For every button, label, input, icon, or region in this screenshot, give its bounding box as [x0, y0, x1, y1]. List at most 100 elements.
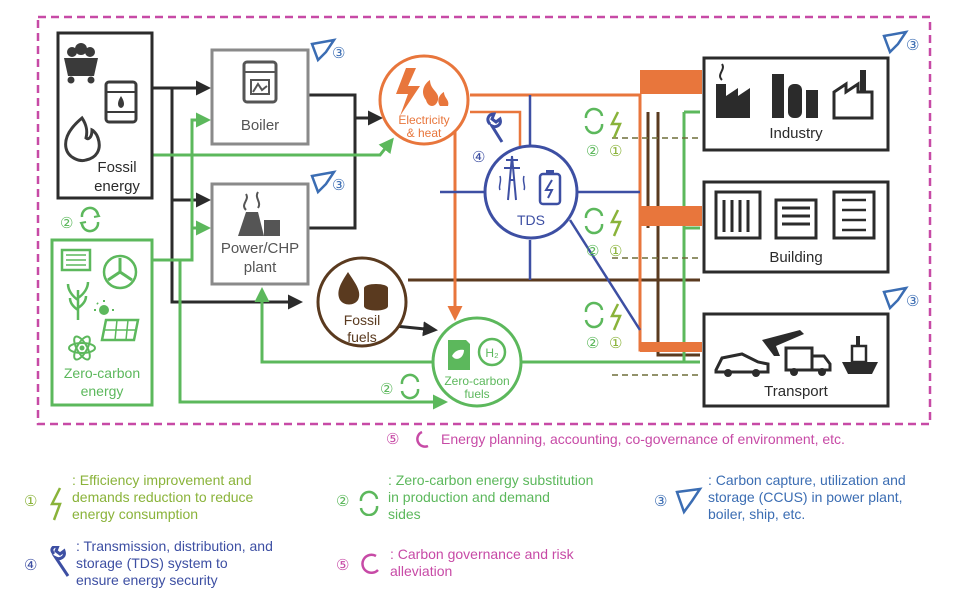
fossil-fuels-node[interactable]: Fossil fuels	[316, 256, 408, 348]
legend-5-line-2: alleviation	[390, 563, 453, 579]
hydropower-icon	[60, 248, 92, 272]
legend-4-line-1: : Transmission, distribution, and	[76, 538, 273, 554]
legend-3-line-2: storage (CCUS) in power plant,	[708, 489, 903, 505]
zero-carbon-energy-label-1: Zero-carbon	[64, 365, 140, 381]
marker-3-transport: ③	[906, 293, 919, 310]
legend-2-text: : Zero-carbon energy substitution in pro…	[388, 472, 658, 523]
governance-caption-text: Energy planning, accounting, co-governan…	[441, 431, 845, 447]
tds-label: TDS	[517, 212, 545, 228]
nuclear-atom-icon	[68, 335, 96, 361]
marker-2-industry: ②	[586, 143, 599, 160]
legend-governance-c-icon	[361, 553, 379, 575]
legend-4-line-3: ensure energy security	[76, 572, 218, 588]
boiler-node[interactable]: Boiler	[210, 48, 310, 146]
power-plant-icon	[238, 191, 280, 236]
electricity-heat-node[interactable]: Electricity & heat	[378, 54, 470, 146]
marker-2-building: ②	[586, 243, 599, 260]
tower-building-icon	[832, 190, 876, 240]
legend-1-number: ①	[24, 493, 38, 510]
airplane-icon	[762, 330, 804, 356]
flow-lines	[152, 70, 702, 410]
marker-1-building: ①	[609, 243, 622, 260]
svg-text:H₂: H₂	[485, 346, 499, 360]
zero-carbon-energy-label-2: energy	[81, 383, 124, 399]
hydrogen-icon: H₂	[477, 337, 507, 367]
legend-1-line-2: demands reduction to reduce	[72, 489, 254, 505]
factory-icon	[716, 63, 750, 118]
refinery-icon	[772, 74, 818, 118]
fossil-energy-label-2: energy	[94, 178, 140, 195]
legend-4-text: : Transmission, distribution, and storag…	[76, 538, 336, 589]
ccus-marker-boiler: ③	[310, 38, 345, 63]
recycle-icon	[400, 373, 420, 400]
truck-icon	[784, 346, 832, 376]
legend-4-line-2: storage (TDS) system to	[76, 555, 228, 571]
fossil-energy-node[interactable]: Fossil energy	[56, 31, 154, 200]
marker-2-zcf: ②	[380, 381, 393, 398]
boiler-icon	[242, 60, 278, 104]
power-chp-label-1: Power/CHP	[221, 240, 299, 257]
legend-5-line-1: : Carbon governance and risk	[390, 546, 574, 562]
sun-icon	[94, 300, 114, 315]
plant-icon	[832, 70, 874, 120]
building-label: Building	[769, 249, 822, 266]
zero-carbon-fuels-label-2: fuels	[464, 387, 489, 401]
flame-icon	[64, 115, 101, 162]
transport-node[interactable]: Transport	[702, 312, 890, 408]
battery-icon	[538, 170, 562, 206]
power-chp-plant-node[interactable]: Power/CHP plant	[210, 182, 310, 286]
industry-label: Industry	[769, 125, 823, 142]
legend-lightning-icon	[49, 487, 62, 521]
recycle-icon	[79, 206, 101, 233]
zero-carbon-fuels-node[interactable]: H₂ Zero-carbon fuels	[431, 316, 523, 408]
legend-2-line-1: : Zero-carbon energy substitution	[388, 472, 594, 488]
governance-c-icon	[416, 430, 429, 448]
zero-carbon-energy-node[interactable]: Zero-carbon energy	[50, 238, 154, 407]
legend-1-text: : Efficiency improvement and demands red…	[72, 472, 332, 523]
car-icon	[714, 352, 770, 377]
office-building-icon	[714, 190, 762, 240]
fossil-energy-label-1: Fossil	[97, 159, 136, 176]
ccus-marker-transport: ③	[882, 286, 919, 311]
zero-carbon-fuels-label-1: Zero-carbon	[444, 374, 509, 388]
governance-caption: ⑤ Energy planning, accounting, co-govern…	[386, 430, 845, 448]
marker-5-caption: ⑤	[386, 431, 399, 448]
legend-wrench-icon	[50, 546, 70, 577]
legend-1-line-1: : Efficiency improvement and	[72, 472, 252, 488]
marker-3-boiler: ③	[332, 45, 345, 62]
legend-recycle-icon	[359, 490, 379, 516]
lightning-flame-icon	[396, 68, 449, 116]
legend-3-number: ③	[654, 493, 668, 510]
ccus-marker-power: ③	[310, 170, 345, 195]
boiler-label: Boiler	[241, 117, 279, 134]
transport-label: Transport	[764, 383, 828, 400]
marker-1-transport: ①	[609, 335, 622, 352]
legend-5-number: ⑤	[336, 557, 350, 574]
solar-panel-icon	[100, 318, 140, 342]
fuel-can-icon	[448, 340, 470, 370]
wrench-icon	[486, 112, 504, 143]
sector-markers-building: ② ①	[584, 207, 622, 260]
building-node[interactable]: Building	[702, 180, 890, 274]
sector-markers-transport: ② ①	[584, 301, 622, 352]
marker-2-transport: ②	[586, 335, 599, 352]
transmission-tower-icon	[498, 155, 526, 201]
legend-4-number: ④	[24, 557, 38, 574]
legend-2-line-3: sides	[388, 506, 421, 522]
legend-3-text: : Carbon capture, utilization and storag…	[708, 472, 958, 523]
legend-3-line-3: boiler, ship, etc.	[708, 506, 806, 522]
legend-2-number: ②	[336, 493, 350, 510]
legend-5-text: : Carbon governance and risk alleviation	[390, 546, 640, 580]
marker-1-industry: ①	[609, 143, 622, 160]
legend-1-line-3: energy consumption	[72, 506, 199, 522]
tds-node[interactable]: TDS	[483, 144, 579, 240]
marker-2-zce: ②	[60, 215, 73, 232]
system-boundary	[36, 15, 932, 426]
sector-markers-industry: ② ①	[584, 107, 622, 160]
marker-4: ④	[472, 149, 485, 166]
legend-3-line-1: : Carbon capture, utilization and	[708, 472, 906, 488]
fossil-fuels-label-1: Fossil	[344, 312, 381, 328]
marker-3-power: ③	[332, 177, 345, 194]
industry-node[interactable]: Industry	[702, 56, 890, 152]
